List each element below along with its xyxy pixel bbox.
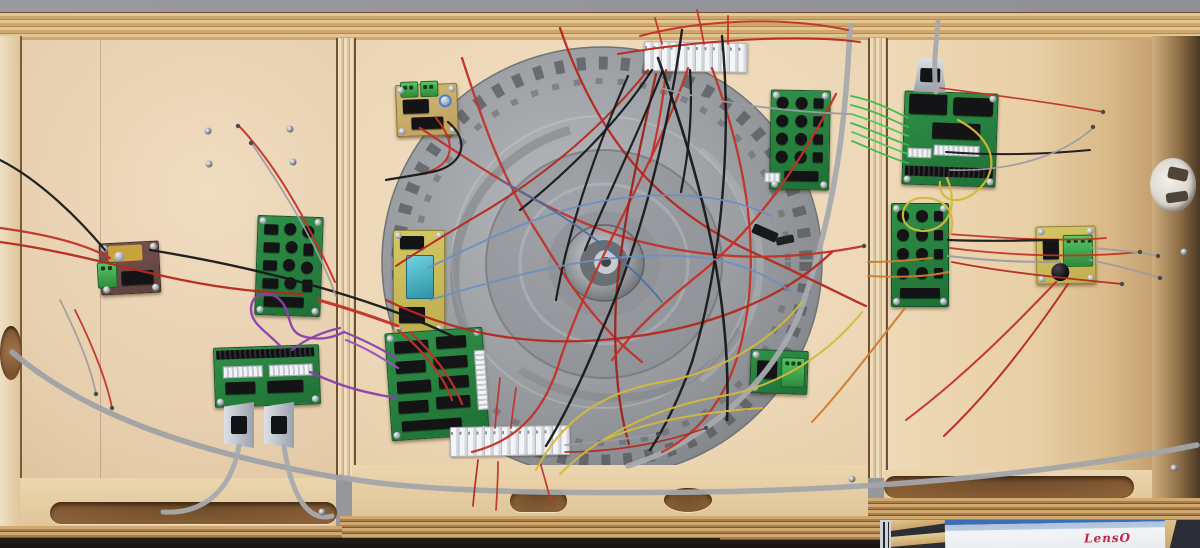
cabinet-left-wall — [0, 36, 22, 536]
cabinet-right-wall — [1152, 36, 1200, 512]
center-bay-shelf — [352, 465, 868, 518]
front-rail-right — [868, 498, 1200, 520]
pcb-yellow-patch — [107, 244, 143, 263]
pcb-screw — [149, 242, 158, 250]
lenso-box: LensO — [944, 516, 1166, 548]
pcb-screw — [102, 286, 111, 294]
terminal-board-small — [749, 349, 809, 395]
floor-shadow — [340, 540, 880, 548]
terminal-driver-board — [96, 240, 162, 296]
green-terminal-block — [96, 261, 119, 289]
ic-chip — [121, 269, 154, 286]
pcb-screw — [100, 245, 109, 253]
handle-slot-left — [50, 502, 337, 524]
cabinet-top-rail — [0, 12, 1200, 43]
db9-interface-board-right — [901, 90, 999, 188]
front-rail-center — [340, 516, 880, 542]
driver-board-top — [764, 89, 831, 191]
driver-board-right — [891, 203, 949, 307]
cable-hole-left-wall — [0, 326, 22, 380]
psu-board-top — [395, 80, 459, 138]
handle-slot-right — [884, 476, 1134, 498]
divider-left — [336, 38, 356, 478]
driver-board-left — [254, 214, 324, 318]
db9-plug-left-a — [224, 402, 254, 448]
db9-interface-board-left — [212, 344, 322, 408]
front-rail-left — [0, 526, 342, 540]
divider-right — [868, 38, 888, 478]
db9-plug-gray-cable — [914, 58, 947, 93]
electrolytic-capacitor — [1051, 262, 1070, 282]
blue-relay — [406, 255, 434, 299]
round-hole-center — [664, 488, 712, 512]
cable-slot-center — [510, 490, 567, 512]
terminal-strip-bottom — [449, 424, 571, 458]
ic-board-bottom — [384, 326, 490, 442]
pcb-screw — [151, 283, 160, 291]
lenso-box-label: LensO — [1083, 530, 1132, 546]
db9-plug-left-b — [264, 402, 294, 448]
terminal-strip-top — [643, 41, 749, 73]
relay-board — [393, 230, 445, 334]
cap-terminal-board — [1035, 225, 1097, 285]
